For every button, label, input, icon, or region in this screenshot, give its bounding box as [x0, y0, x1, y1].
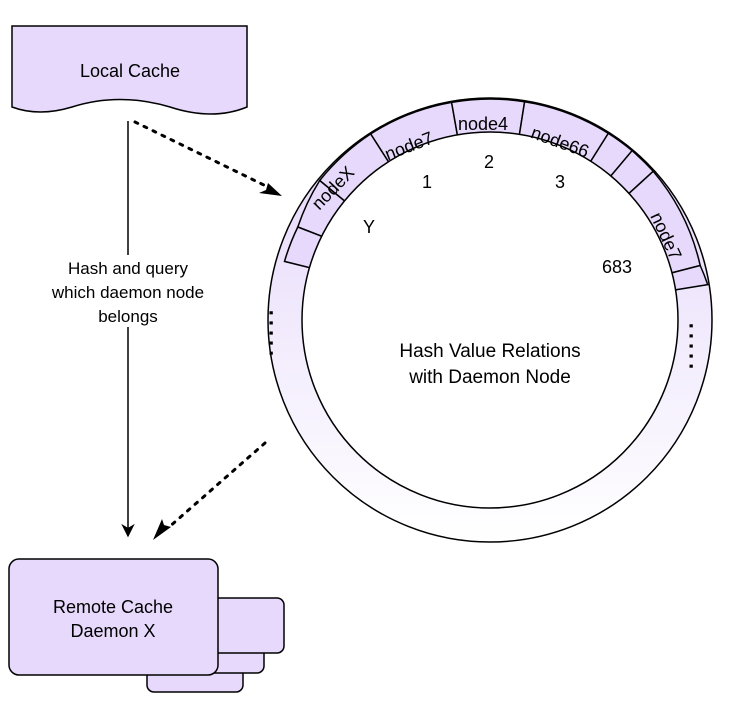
local-cache-shape — [11, 25, 248, 115]
ring-center-line2: with Daemon Node — [408, 367, 571, 388]
arrow-label-line1: Hash and query — [68, 259, 189, 278]
local-cache-node: Local Cache — [11, 25, 248, 115]
position-label-683: 683 — [602, 257, 632, 277]
local-cache-label: Local Cache — [80, 61, 180, 81]
ring-inner-disc — [301, 131, 679, 509]
dotted-arrow-to-remote-head — [153, 519, 171, 540]
ring-ellipsis-right: ..... — [685, 323, 710, 374]
ring-ellipsis-left: ..... — [265, 310, 290, 361]
remote-cache-label-line2: Daemon X — [70, 621, 155, 641]
position-label-1: 1 — [422, 172, 432, 192]
ring-center-line1: Hash Value Relations — [399, 341, 580, 362]
hash-ring: nodeX node7 node4 node66 node7 1 2 3 Y 6… — [265, 97, 713, 543]
position-label-2: 2 — [484, 152, 494, 172]
dotted-arrow-to-ring — [133, 120, 272, 190]
dotted-arrow-to-remote — [166, 441, 267, 530]
remote-cache-stack: Remote Cache Daemon X — [8, 558, 285, 693]
arrow-label-line2: which daemon node — [51, 283, 204, 302]
arrow-label-background — [30, 255, 226, 327]
position-label-3: 3 — [555, 172, 565, 192]
remote-cache-front-card — [8, 558, 219, 676]
segment-label-node4: node4 — [458, 114, 508, 134]
dotted-arrow-to-ring-head — [259, 183, 282, 196]
remote-cache-label-line1: Remote Cache — [53, 597, 173, 617]
arrow-label-line3: belongs — [98, 307, 158, 326]
position-label-Y: Y — [363, 217, 375, 237]
